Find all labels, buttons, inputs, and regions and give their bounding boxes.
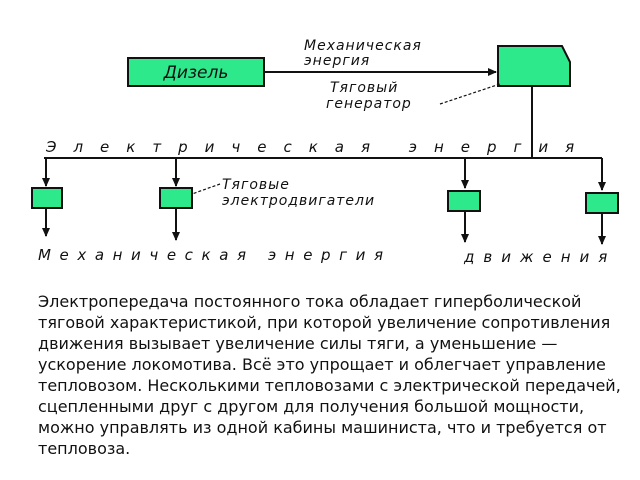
traction-generator-box [497, 45, 571, 87]
mech-energy-label-line2: энергия [304, 53, 370, 69]
traction-motor-box-4 [585, 192, 619, 214]
bottom-mech-energy-label: Механическая энергия [38, 246, 392, 264]
energy-transmission-diagram: Дизель Механическая энергия Тяговый гене… [31, 38, 619, 266]
description-paragraph: Электропередача постоянного тока обладае… [38, 292, 621, 458]
diesel-label: Дизель [163, 63, 229, 83]
traction-generator-label-line2: генератор [326, 96, 412, 112]
generator-leader-line [439, 83, 501, 105]
traction-motor-box-2 [159, 187, 193, 209]
mech-energy-label-line1: Механическая [304, 38, 422, 54]
traction-motors-label-line1: Тяговые [222, 177, 290, 193]
electric-energy-label: Электрическая энергия [45, 138, 591, 156]
traction-motor-box-3 [447, 190, 481, 212]
bottom-motion-label: движения [463, 248, 616, 266]
traction-motors-label-line2: электродвигатели [222, 193, 375, 209]
diesel-box [127, 57, 265, 87]
traction-motor-box-1 [31, 187, 63, 209]
motors-leader-line [191, 183, 221, 195]
traction-generator-label-line1: Тяговый [330, 80, 398, 96]
